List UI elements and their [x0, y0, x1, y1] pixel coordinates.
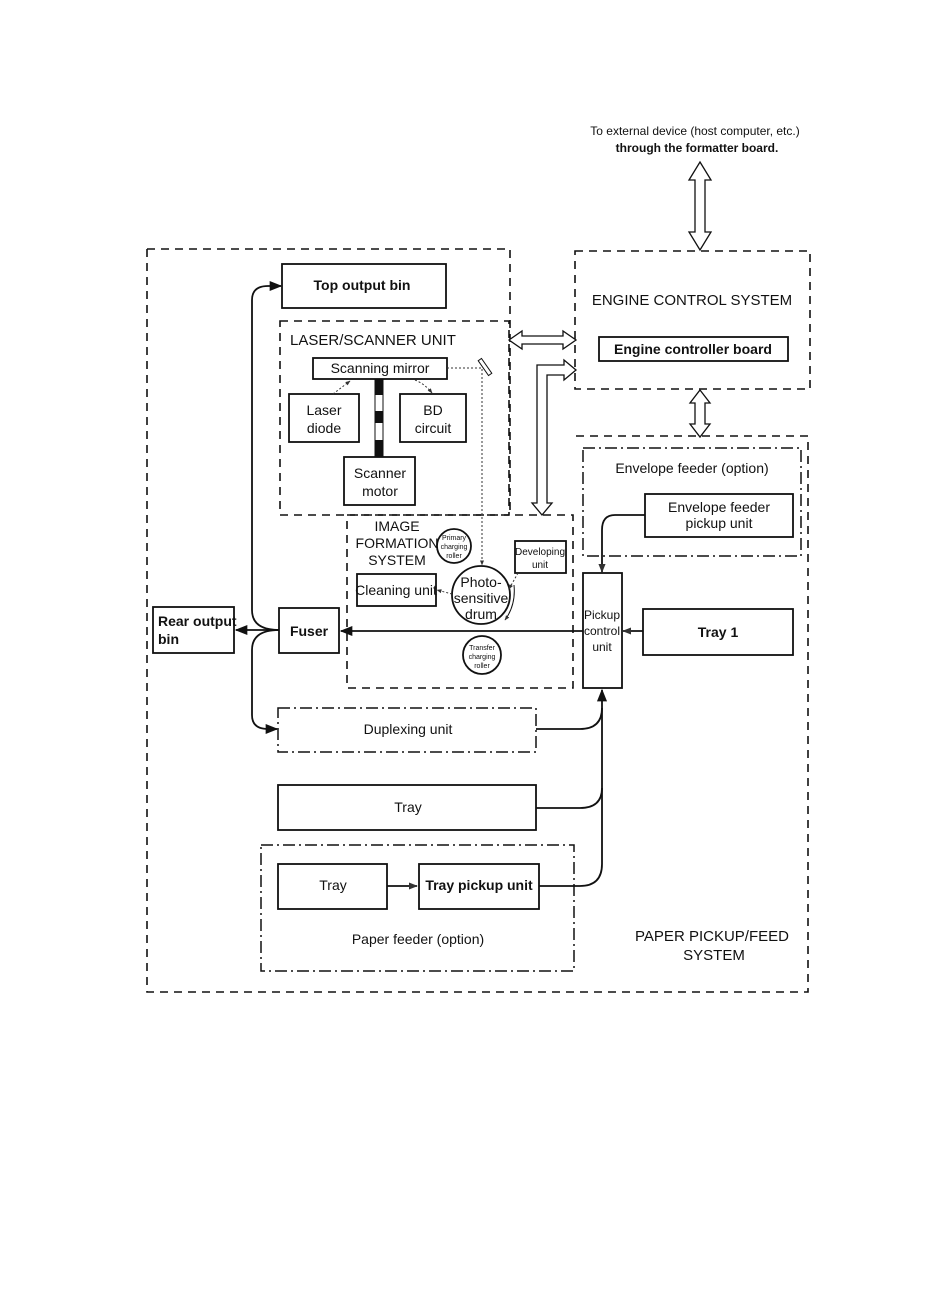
fuser-to-duplex-connector	[251, 629, 280, 735]
duplexing-unit-label: Duplexing unit	[364, 721, 453, 737]
mirror-to-bd-beam	[414, 379, 433, 394]
tray-pickup-unit-label: Tray pickup unit	[425, 877, 533, 893]
scanning-mirror-label: Scanning mirror	[331, 360, 430, 376]
primary-charging-roller-label-1: Primary	[442, 535, 467, 542]
feeder-tray-box	[277, 863, 388, 910]
engine-controller-board-box	[598, 336, 789, 362]
paper-pickup-system-title-2: SYSTEM	[683, 947, 745, 964]
envelope-feeder-pickup-label-2: pickup unit	[686, 515, 753, 531]
transfer-charging-roller-label-1: Transfer	[469, 645, 495, 652]
primary-charging-roller-label-2: charging	[441, 544, 468, 551]
duplex-to-pickup-connector	[536, 707, 603, 730]
feeder-tray-label: Tray	[319, 877, 346, 893]
photosensitive-drum	[451, 565, 511, 625]
paper-pickup-system-title-1: PAPER PICKUP/FEED	[635, 928, 789, 945]
paper-feeder-option-label: Paper feeder (option)	[352, 931, 484, 947]
transfer-charging-roller-label-3: roller	[474, 663, 490, 670]
developing-unit-box	[514, 540, 567, 574]
cleaning-unit-box	[356, 573, 437, 607]
pickup-control-unit-label-3: unit	[592, 640, 612, 654]
drum-rotation-arrow	[504, 584, 515, 621]
engine-image-arrow	[530, 358, 578, 517]
pickup-control-unit-label-2: control	[584, 624, 620, 638]
paper-feeder-option-boundary	[260, 844, 575, 972]
image-formation-title-2: FORMATION	[356, 535, 439, 551]
top-output-bin-box	[281, 263, 447, 309]
envelope-feeder-option-label: Envelope feeder (option)	[615, 460, 768, 476]
primary-charging-roller-label-3: roller	[446, 553, 462, 560]
lower-feed-connector	[539, 688, 608, 887]
external-device-label: To external device (host computer, etc.)	[590, 124, 799, 138]
main-system-boundary	[146, 248, 809, 993]
laser-diode-box	[288, 393, 360, 443]
developing-unit-label-2: unit	[532, 560, 548, 571]
shaft-band	[375, 440, 383, 456]
rear-output-bin-box	[152, 606, 235, 654]
laser-diode-label-1: Laser	[306, 402, 341, 418]
laser-diode-label-2: diode	[307, 420, 341, 436]
photosensitive-drum-label-2: sensitive	[454, 590, 509, 606]
engine-pickup-arrow	[688, 388, 712, 439]
pickup-control-unit-box	[582, 572, 623, 689]
developing-unit-label-1: Developing	[515, 547, 565, 558]
top-output-bin-label: Top output bin	[314, 277, 411, 293]
envelope-feeder-pickup-label-1: Envelope feeder	[668, 499, 770, 515]
envelope-feeder-pickup-box	[644, 493, 794, 538]
fuser-to-top-bin-connector	[251, 280, 283, 631]
photosensitive-drum-label-1: Photo-	[460, 574, 502, 590]
laser-scanner-unit-title: LASER/SCANNER UNIT	[290, 332, 456, 349]
shaft-band	[375, 411, 383, 423]
transfer-charging-roller-label-2: charging	[469, 654, 496, 661]
rear-output-bin-label-2: bin	[158, 631, 179, 647]
tray1-label: Tray 1	[698, 624, 739, 640]
developing-to-drum-arrow	[508, 572, 519, 590]
bd-circuit-box	[399, 393, 467, 443]
image-formation-boundary	[346, 514, 574, 689]
cleaning-unit-label: Cleaning unit	[355, 582, 437, 598]
tray-to-pickup-connector	[536, 787, 603, 809]
envelope-feeder-option-boundary	[582, 447, 802, 557]
image-formation-title-3: SYSTEM	[368, 552, 426, 568]
primary-charging-roller	[436, 528, 472, 564]
formatter-board-label: through the formatter board.	[616, 141, 779, 155]
engine-controller-board-label: Engine controller board	[614, 341, 772, 357]
scanner-motor-label-2: motor	[362, 483, 398, 499]
engine-control-system-boundary	[574, 250, 811, 390]
scanner-motor-label-1: Scanner	[354, 465, 406, 481]
image-formation-title-1: IMAGE	[374, 518, 419, 534]
duplexing-unit-box	[277, 707, 537, 753]
laser-beam-to-mirror	[332, 380, 351, 395]
fuser-label: Fuser	[290, 623, 329, 639]
scanner-motor-box	[343, 456, 416, 506]
shaft-band	[375, 380, 383, 395]
pickup-control-unit-label-1: Pickup	[584, 608, 620, 622]
tray-label: Tray	[394, 799, 421, 815]
engine-control-system-title: ENGINE CONTROL SYSTEM	[592, 292, 792, 309]
tray1-box	[642, 608, 794, 656]
envelope-to-pickup-connector	[598, 514, 645, 573]
photosensitive-drum-label-3: drum	[465, 606, 497, 622]
drum-to-cleaning-arrow	[436, 589, 453, 595]
fold-mirror-icon	[477, 357, 493, 377]
rear-output-bin-label-1: Rear output	[158, 613, 237, 629]
bd-circuit-label-2: circuit	[415, 420, 452, 436]
transfer-charging-roller	[462, 635, 502, 675]
tray-pickup-unit-box	[418, 863, 540, 910]
fuser-box	[278, 607, 340, 654]
laser-engine-arrow	[507, 329, 578, 351]
external-link-arrow	[687, 160, 713, 252]
bd-circuit-label-1: BD	[423, 402, 442, 418]
